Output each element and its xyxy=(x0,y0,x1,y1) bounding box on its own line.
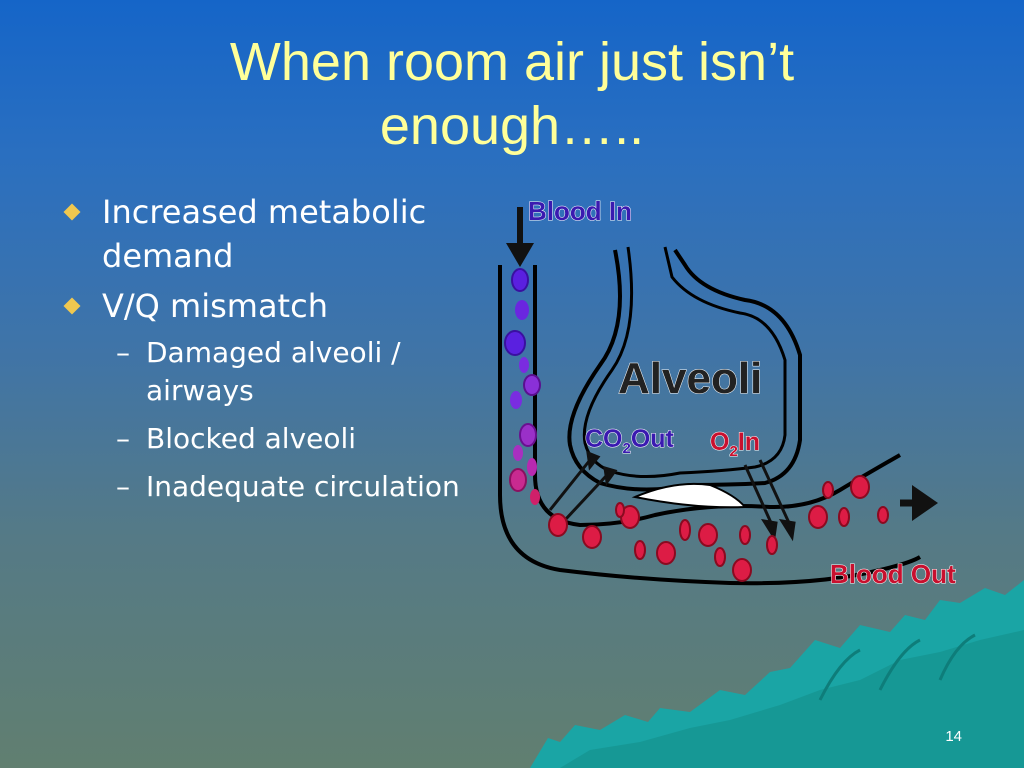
dash-marker: – xyxy=(116,422,130,455)
dash-marker: – xyxy=(116,336,130,369)
exchange-membrane xyxy=(631,482,748,509)
diamond-bullet-icon xyxy=(63,203,81,221)
diamond-bullet-icon xyxy=(63,297,81,315)
sub-bullet-item: – Blocked alveoli xyxy=(62,420,482,458)
bullet-item: Increased metabolic demand xyxy=(62,190,482,278)
blood-in-arrow-icon xyxy=(506,243,534,267)
alveoli-diagram: Blood In Alveoli CO2Out O2In Blood Out xyxy=(498,196,956,590)
title-line-2: enough….. xyxy=(379,96,645,156)
blood-cells-oxygenated xyxy=(548,475,889,582)
page-number: 14 xyxy=(945,728,962,745)
alveoli-label: Alveoli xyxy=(618,354,762,403)
sub-bullet-text: Blocked alveoli xyxy=(146,422,357,455)
bullet-list: Increased metabolic demand V/Q mismatch … xyxy=(62,190,482,516)
o2-subscript: 2 xyxy=(729,443,737,460)
co2-out-label: CO2Out xyxy=(585,425,675,457)
bullet-item: V/Q mismatch xyxy=(62,284,482,328)
co2-prefix: CO xyxy=(585,425,623,453)
sub-bullet-text: Inadequate circulation xyxy=(146,470,460,503)
mountain-ridges xyxy=(818,633,976,701)
sub-bullet-item: – Inadequate circulation xyxy=(62,468,482,506)
co2-subscript: 2 xyxy=(623,440,631,457)
blood-out-label: Blood Out xyxy=(830,559,956,589)
sub-bullet-text: Damaged alveoli / airways xyxy=(146,336,401,407)
sub-bullet-item: – Damaged alveoli / airways xyxy=(62,334,482,410)
blood-out-arrow-icon xyxy=(912,485,938,521)
alveoli-inner-wall xyxy=(582,246,787,479)
dash-marker: – xyxy=(116,470,130,503)
o2-in-arrows xyxy=(743,459,796,542)
o2-suffix: In xyxy=(738,428,760,456)
blood-in-label: Blood In xyxy=(528,196,632,226)
co2-out-arrows xyxy=(548,450,618,522)
slide-title: When room air just isn’t enough….. xyxy=(80,30,944,158)
co2-suffix: Out xyxy=(631,425,675,453)
o2-prefix: O xyxy=(710,428,729,456)
blood-cells-deoxygenated xyxy=(504,268,541,505)
title-line-1: When room air just isn’t xyxy=(229,32,795,92)
bullet-text: V/Q mismatch xyxy=(102,287,328,325)
mountain-shadow xyxy=(560,630,1024,768)
o2-in-label: O2In xyxy=(710,428,760,460)
bullet-text: Increased metabolic demand xyxy=(102,193,427,275)
